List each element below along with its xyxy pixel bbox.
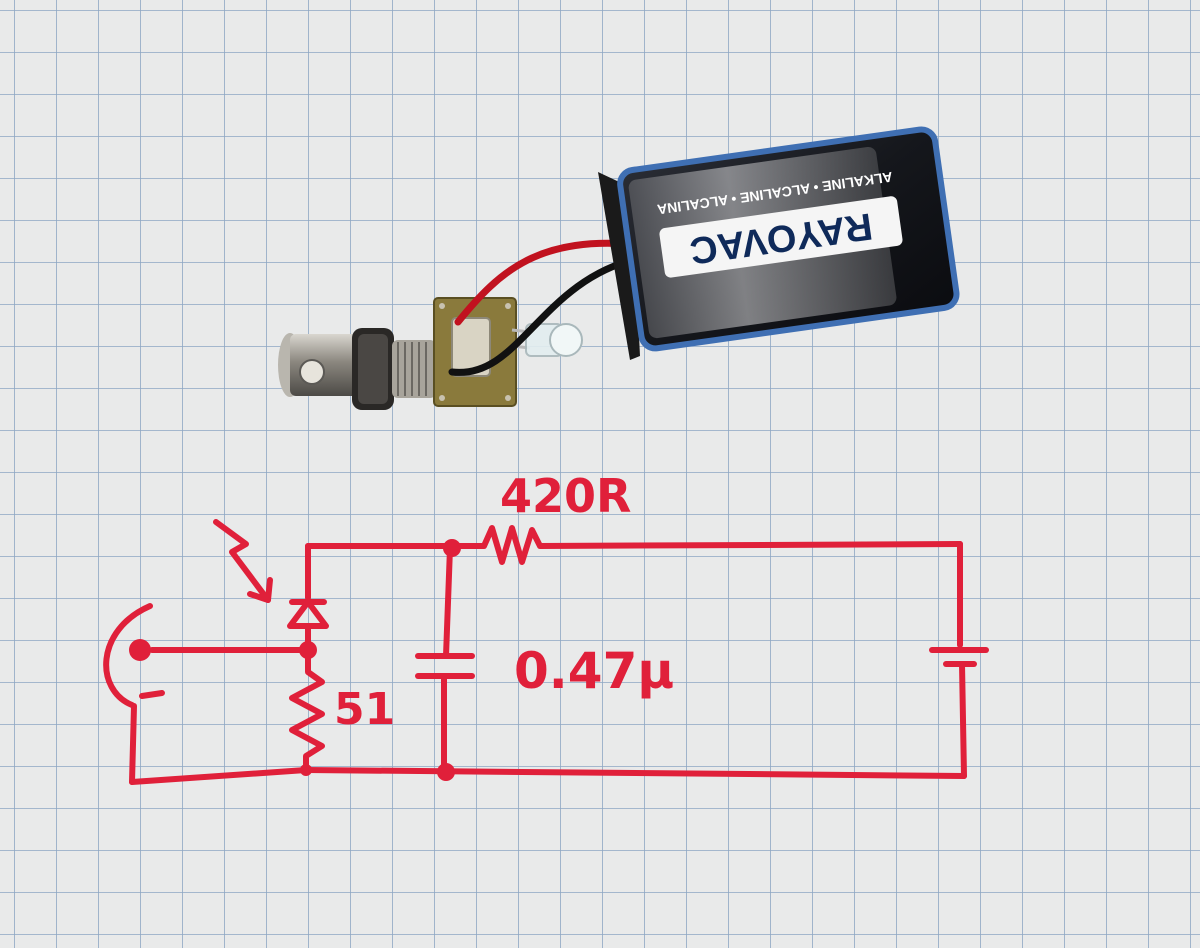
resistor-420r-symbol (449, 525, 963, 565)
red-wire (454, 239, 644, 326)
hand-drawn-schematic: 51 0.47μ 420R (103, 469, 989, 785)
black-wire (448, 254, 644, 376)
circuit-board (433, 297, 517, 407)
resistor-top-label: 420R (500, 469, 631, 523)
assembled-circuit: RAYOVAC ALKALINE • ALCALINE • ALCALINA (278, 126, 960, 410)
bnc-connector (278, 328, 436, 410)
light-arrow (213, 519, 271, 603)
bnc-socket-symbol (103, 603, 153, 708)
photodiode-led (511, 323, 583, 357)
resistor-51-symbol (289, 647, 325, 773)
resistor-load-label: 51 (334, 684, 395, 735)
capacitor-label: 0.47μ (514, 642, 674, 700)
nine-volt-battery: RAYOVAC ALKALINE • ALCALINE • ALCALINA (617, 126, 960, 352)
